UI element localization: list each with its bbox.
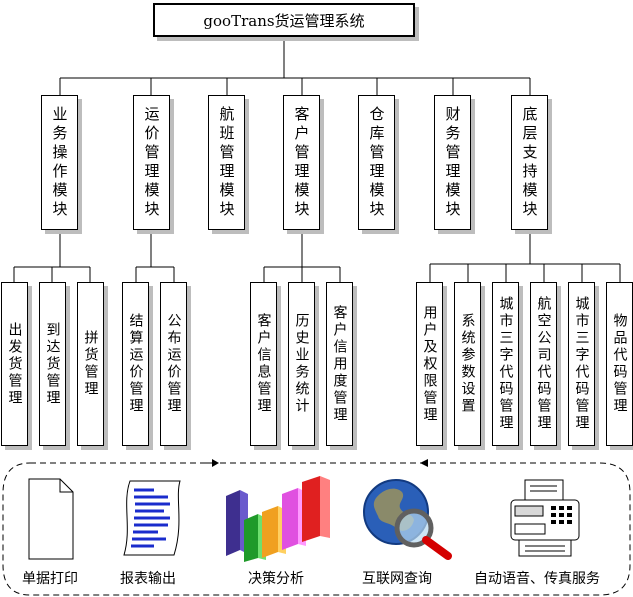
submodule-settlement-rate[interactable]: 结算运价管理 (122, 282, 149, 446)
submodule-label: 客户信用度管理 (331, 304, 348, 424)
submodule-item-code[interactable]: 物品代码管理 (606, 282, 633, 446)
globe-search-icon[interactable] (362, 478, 454, 560)
submodule-history-stats[interactable]: 历史业务统计 (288, 282, 315, 446)
submodule-label: 航空公司代码管理 (535, 296, 552, 432)
bar-chart-icon[interactable] (224, 474, 336, 564)
submodule-label: 物品代码管理 (611, 313, 628, 415)
submodule-city-code-2[interactable]: 城市三字代码管理 (568, 282, 595, 446)
submodule-label: 用户及权限管理 (421, 304, 438, 424)
module-flight[interactable]: 航班管理模块 (208, 95, 245, 230)
submodule-user-permission[interactable]: 用户及权限管理 (416, 282, 443, 446)
arrow-left-icon (420, 459, 428, 467)
module-support[interactable]: 底层支持模块 (511, 95, 548, 230)
system-title: gooTrans货运管理系统 (153, 3, 415, 37)
submodule-label: 系统参数设置 (459, 313, 476, 415)
service-label-print: 单据打印 (22, 571, 78, 587)
submodule-label: 出发货管理 (6, 321, 23, 407)
report-scroll-icon[interactable] (118, 478, 184, 558)
service-label-decision: 决策分析 (248, 571, 304, 587)
submodule-credit[interactable]: 客户信用度管理 (326, 282, 353, 446)
document-icon[interactable] (28, 478, 74, 560)
submodule-departure-cargo[interactable]: 出发货管理 (1, 282, 28, 446)
submodule-label: 拼货管理 (82, 330, 99, 398)
submodule-arrival-cargo[interactable]: 到达货管理 (39, 282, 66, 446)
arrow-right-icon (212, 459, 219, 467)
submodule-label: 城市三字代码管理 (497, 296, 514, 432)
service-label-report: 报表输出 (120, 571, 176, 587)
submodule-label: 历史业务统计 (293, 313, 310, 415)
module-label: 仓库管理模块 (367, 105, 386, 220)
submodule-label: 结算运价管理 (127, 313, 144, 415)
submodule-customer-info[interactable]: 客户信息管理 (250, 282, 277, 446)
submodule-label: 客户信息管理 (255, 313, 272, 415)
module-label: 航班管理模块 (217, 105, 236, 220)
module-customer[interactable]: 客户管理模块 (283, 95, 320, 230)
submodule-airline-code[interactable]: 航空公司代码管理 (530, 282, 557, 446)
submodule-label: 到达货管理 (44, 321, 61, 407)
module-freight[interactable]: 运价管理模块 (133, 95, 170, 230)
submodule-label: 公布运价管理 (165, 313, 182, 415)
module-label: 客户管理模块 (292, 105, 311, 220)
services-dashed-frame (2, 462, 631, 596)
module-business[interactable]: 业务操作模块 (41, 95, 78, 230)
module-label: 业务操作模块 (50, 105, 69, 220)
module-label: 运价管理模块 (142, 105, 161, 220)
submodule-label: 城市三字代码管理 (573, 296, 590, 432)
module-finance[interactable]: 财务管理模块 (434, 95, 471, 230)
fax-machine-icon[interactable] (505, 478, 587, 562)
submodule-city-code-1[interactable]: 城市三字代码管理 (492, 282, 519, 446)
submodule-published-rate[interactable]: 公布运价管理 (160, 282, 187, 446)
submodule-system-params[interactable]: 系统参数设置 (454, 282, 481, 446)
module-warehouse[interactable]: 仓库管理模块 (358, 95, 395, 230)
service-label-internet: 互联网查询 (362, 571, 432, 587)
module-label: 财务管理模块 (443, 105, 462, 220)
service-label-voice-fax: 自动语音、传真服务 (474, 571, 600, 587)
module-label: 底层支持模块 (520, 105, 539, 220)
submodule-consolidation[interactable]: 拼货管理 (77, 282, 104, 446)
